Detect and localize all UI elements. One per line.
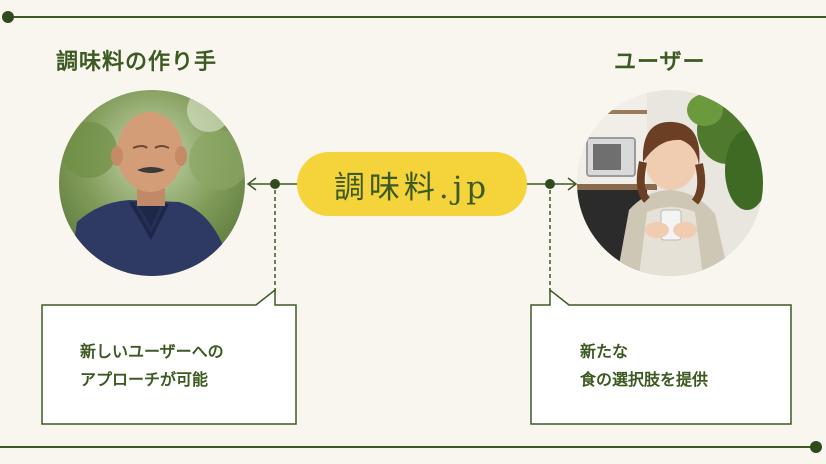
user-benefit-line-1: 新たな bbox=[580, 342, 629, 361]
top-divider-dot bbox=[2, 11, 14, 23]
producer-benefit-line-1: 新しいユーザーへの bbox=[80, 342, 224, 361]
user-benefit: 新たな 食の選択肢を提供 bbox=[580, 338, 708, 394]
user-benefit-line-2: 食の選択肢を提供 bbox=[580, 370, 709, 389]
platform-pill: 調味料.jp bbox=[297, 152, 527, 216]
bottom-divider-dot bbox=[810, 441, 822, 453]
producer-benefit: 新しいユーザーへの アプローチが可能 bbox=[80, 338, 224, 394]
top-divider bbox=[8, 16, 826, 18]
producer-title: 調味料の作り手 bbox=[56, 50, 218, 75]
producer-benefit-line-2: アプローチが可能 bbox=[80, 370, 209, 389]
platform-name: 調味料.jp bbox=[333, 169, 491, 206]
user-title: ユーザー bbox=[614, 50, 706, 75]
producer-photo bbox=[59, 90, 245, 276]
bottom-divider bbox=[0, 446, 814, 448]
